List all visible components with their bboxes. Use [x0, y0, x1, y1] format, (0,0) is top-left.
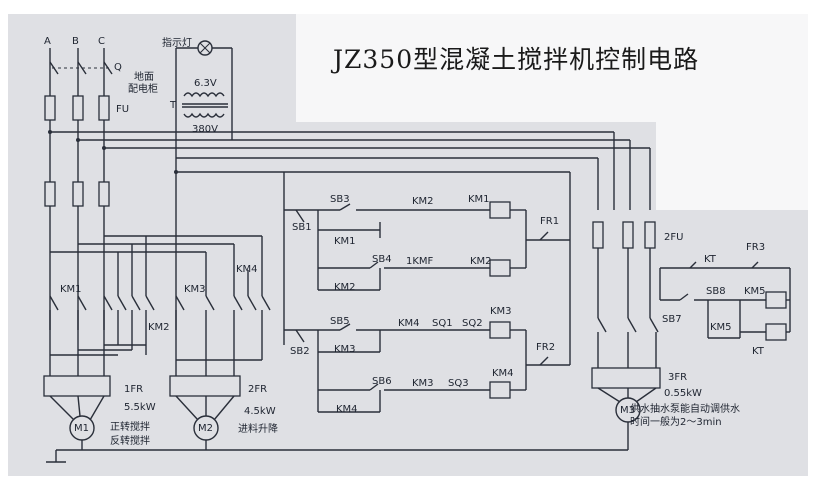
kmf-label: 1KMF — [406, 256, 434, 267]
fr3-label: FR3 — [746, 242, 766, 253]
m2-label: M2 — [198, 423, 213, 434]
km2-coil-contact-label: KM2 — [412, 196, 434, 207]
fr1-label: FR1 — [540, 216, 560, 227]
m1-power: 5.5kW — [124, 402, 156, 413]
m3-branch — [592, 221, 659, 368]
km4-coil-label: KM4 — [492, 368, 514, 379]
sb8-label: SB8 — [706, 286, 726, 297]
sb5-label: SB5 — [330, 316, 350, 327]
timer-circuit — [659, 261, 791, 341]
km1-coil-label: KM1 — [468, 194, 490, 205]
sb4-label: SB4 — [372, 254, 392, 265]
km2-label: KM2 — [148, 322, 170, 333]
phase-a-label: A — [44, 36, 51, 47]
sb1-label: SB1 — [292, 222, 312, 233]
m1-desc-2: 反转搅拌 — [110, 436, 150, 447]
km2-coil-label: KM2 — [470, 256, 492, 267]
motors — [43, 367, 661, 463]
m3-power: 0.55kW — [664, 388, 702, 399]
paper-edge — [656, 122, 808, 210]
sq3-label: SQ3 — [448, 378, 469, 389]
kt-contact-label: KT — [704, 254, 716, 265]
bus-lines — [48, 130, 651, 365]
km5-hold-label: KM5 — [710, 322, 732, 333]
panel-label-1: 地面 — [134, 72, 154, 83]
sb3-label: SB3 — [330, 194, 350, 205]
sq2-label: SQ2 — [462, 318, 483, 329]
km1-km2-main-contacts — [49, 236, 155, 380]
km3-coil-label: KM3 — [490, 306, 512, 317]
km3-label: KM3 — [184, 284, 206, 295]
km1-label: KM1 — [60, 284, 82, 295]
m2-desc-1: 进料升降 — [238, 424, 278, 435]
km2-hold-label: KM2 — [334, 282, 356, 293]
km1-hold-label: KM1 — [334, 236, 356, 247]
km4-hold-label: KM4 — [336, 404, 358, 415]
fr1-thermal-label: 1FR — [124, 384, 144, 395]
km4-contact-label: KM4 — [398, 318, 420, 329]
m3-label: M3 — [620, 405, 635, 416]
fr3-thermal-label: 3FR — [668, 372, 688, 383]
m2-power: 4.5kW — [244, 406, 276, 417]
supply-lines — [44, 48, 113, 330]
paper-title-area — [296, 14, 808, 122]
phase-b-label: B — [72, 36, 79, 47]
diagram-title: JZ350型混凝土搅拌机控制电路 — [333, 45, 700, 74]
fr2-label: FR2 — [536, 342, 556, 353]
sb6-label: SB6 — [372, 376, 392, 387]
pump-note-line-1: 供水抽水泵能自动调供水 — [630, 404, 740, 415]
m1-label: M1 — [74, 423, 89, 434]
lamp-voltage: 6.3V — [194, 78, 217, 89]
fuse2-label: 2FU — [664, 232, 684, 243]
pump-note-line-2: 时间一般为2～3min — [630, 417, 722, 428]
kt-coil-label: KT — [752, 346, 764, 357]
km3-km4-main-contacts — [175, 236, 271, 380]
km3-contact-label: KM3 — [412, 378, 434, 389]
km5-label: KM5 — [744, 286, 766, 297]
sq1-label: SQ1 — [432, 318, 453, 329]
fr2-thermal-label: 2FR — [248, 384, 268, 395]
lamp-label: 指示灯 — [162, 38, 192, 49]
km4-label: KM4 — [236, 264, 258, 275]
km3-hold-label: KM3 — [334, 344, 356, 355]
switch-q-label: Q — [114, 62, 122, 73]
sb2-label: SB2 — [290, 346, 310, 357]
m1-desc-1: 正转搅拌 — [110, 422, 150, 433]
pump-note: 供水抽水泵能自动调供水 时间一般为2～3min — [630, 403, 740, 429]
transformer — [175, 40, 233, 158]
phase-c-label: C — [98, 36, 105, 47]
fuse-label: FU — [116, 104, 130, 115]
panel-label-2: 配电柜 — [128, 84, 158, 95]
transformer-voltage: 380V — [192, 124, 218, 135]
sb7-label: SB7 — [662, 314, 682, 325]
transformer-label: T — [170, 100, 177, 111]
control-circuit — [283, 172, 570, 413]
